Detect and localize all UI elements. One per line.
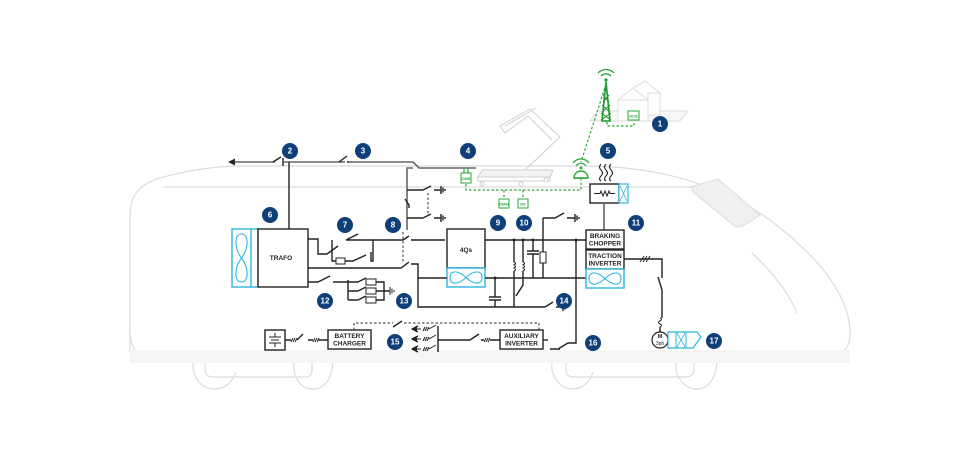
io-module-label: I/O [520,202,525,207]
svg-text:9: 9 [496,219,501,228]
trafo-secondaries [308,233,540,308]
badge-12[interactable]: 12 [317,293,333,309]
diag-module: DIAG [498,198,510,209]
svg-text:16: 16 [589,339,598,348]
badge-2[interactable]: 2 [282,143,298,159]
badge-10[interactable]: 10 [516,215,532,231]
auxiliary-inverter-label-2: INVERTER [505,341,538,348]
depot-link [606,121,635,127]
resistor-icon [594,189,615,198]
main-line [228,155,476,229]
four-q-label: 4Qs [460,247,473,254]
svg-text:3: 3 [361,147,366,156]
traction-motor: M 3ph [651,331,702,349]
badge-16[interactable]: 16 [585,335,601,351]
badge-11[interactable]: 11 [628,215,644,231]
svg-text:11: 11 [632,219,641,228]
roof-module-label: CMS [462,176,471,181]
cooling-fan-icon [449,271,483,284]
battery-charger-label-1: BATTERY [335,333,366,340]
badge-5[interactable]: 5 [600,143,616,159]
capacitor-icon [489,278,501,307]
braking-chopper-label-2: CHOPPER [589,241,621,248]
svg-text:4: 4 [466,147,471,156]
auxiliary-system: BATTERY CHARGER AUXILIARY INVERTER [264,320,548,353]
svg-text:7: 7 [343,221,348,230]
braking-chopper-label-1: BRAKING [590,233,620,240]
badge-8[interactable]: 8 [385,217,401,233]
depot-module-label: DCS [629,114,638,119]
motor-feed [624,255,663,332]
brake-resistor [589,183,629,204]
svg-text:13: 13 [400,297,409,306]
outlet-arrow-icon [411,326,417,332]
badge-3[interactable]: 3 [355,143,371,159]
svg-text:8: 8 [391,221,396,230]
depot-module: DCS [627,110,640,121]
cooling-fan-icon [619,185,628,202]
battery-charger-label-2: CHARGER [333,341,366,348]
arrow-left-icon [228,158,235,166]
resistor-icon [539,251,547,264]
braking-chopper: BRAKING CHOPPER [585,229,625,250]
pantograph-icon [477,107,561,187]
motor-label-1: M [658,334,663,340]
main-breaker-section [402,167,446,262]
svg-text:12: 12 [321,297,330,306]
svg-text:1: 1 [658,120,663,129]
badge-9[interactable]: 9 [490,215,506,231]
inductor-icon [512,261,526,272]
ground-icon [389,287,395,295]
badge-6[interactable]: 6 [262,207,278,223]
cooling-fan-icon [588,272,622,285]
trafo-label: TRAFO [270,255,292,262]
resistor-icon [335,257,346,265]
svg-text:17: 17 [710,337,719,346]
wifi-antenna-icon [572,158,590,179]
roof-module: CMS [460,168,472,184]
cooling-fan-icon [676,332,686,348]
badge-4[interactable]: 4 [460,143,476,159]
train-outline [129,165,851,390]
cell-tower-icon [597,69,615,122]
traction-inverter: TRACTION INVERTER [585,249,625,289]
badges: 1 2 3 4 5 6 7 8 9 10 11 12 13 14 15 16 1… [262,116,722,351]
svg-text:6: 6 [268,211,273,220]
svg-text:15: 15 [391,338,400,347]
four-quadrant-converter: 4Qs [446,228,486,288]
badge-7[interactable]: 7 [337,217,353,233]
data-bus-drops [503,190,524,198]
traction-inverter-label-2: INVERTER [589,261,622,268]
badge-15[interactable]: 15 [387,334,403,350]
heat-waves-icon [598,163,614,182]
capacitor-icon [527,240,539,278]
io-module: I/O [517,198,529,209]
svg-text:5: 5 [606,147,611,156]
badge-14[interactable]: 14 [556,293,572,309]
battery-icon [269,333,281,347]
motor-label-2: 3ph [656,341,665,347]
diag-module-label: DIAG [499,202,509,207]
radio-link [580,83,607,163]
badge-17[interactable]: 17 [706,333,722,349]
svg-text:2: 2 [288,147,293,156]
traction-inverter-label-1: TRACTION [588,253,622,260]
svg-text:14: 14 [560,297,569,306]
transformer: TRAFO [231,228,309,288]
badge-13[interactable]: 13 [396,293,412,309]
badge-1[interactable]: 1 [652,116,668,132]
auxiliary-inverter-label-1: AUXILIARY [504,333,539,340]
svg-text:10: 10 [520,219,529,228]
cooling-fan-icon [235,233,248,283]
dc-link [418,212,586,350]
